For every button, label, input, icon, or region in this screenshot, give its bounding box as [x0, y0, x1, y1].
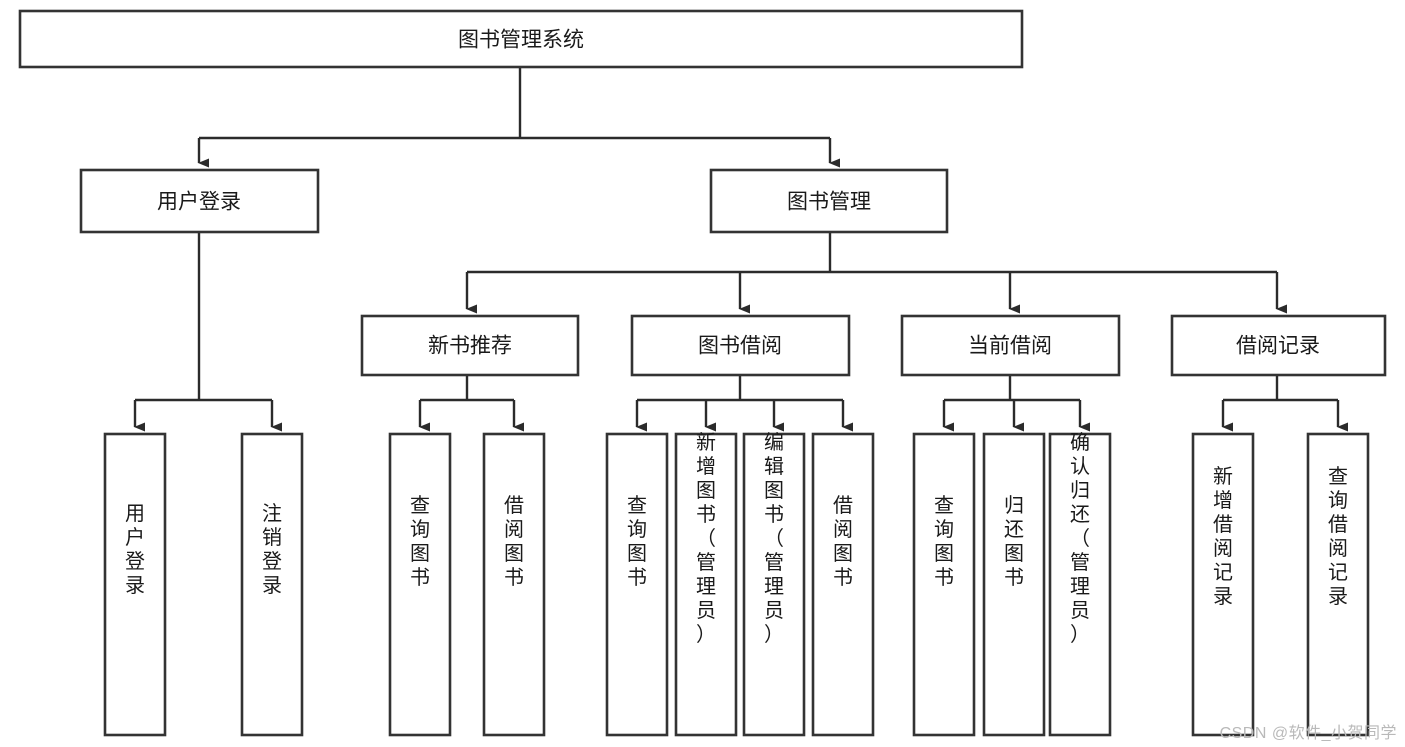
node-root-box[interactable]	[18, 9, 1024, 69]
connector-group-new-book-recommend	[418, 375, 524, 432]
leaf-cb-query-book-label: 查询图书	[934, 494, 954, 589]
node-book-management-box[interactable]	[709, 168, 949, 234]
node-book-management[interactable]: 图书管理	[709, 168, 949, 234]
leaf-nbr-query-book-box[interactable]	[388, 432, 452, 737]
node-new-book-recommend-box[interactable]	[360, 314, 580, 377]
node-book-borrow-label: 图书借阅	[698, 335, 782, 358]
node-borrow-record-label: 借阅记录	[1236, 335, 1320, 358]
leaf-node[interactable]: 借阅图书	[482, 432, 546, 737]
leaf-node[interactable]: 借阅图书	[811, 432, 875, 737]
node-borrow-record-box[interactable]	[1170, 314, 1387, 377]
node-book-borrow-box[interactable]	[630, 314, 851, 377]
leaf-bb-add-book-label: 新增图书（管理员）	[696, 431, 716, 646]
node-current-borrow-label: 当前借阅	[968, 335, 1052, 358]
leaf-bb-query-book-label: 查询图书	[627, 494, 647, 589]
node-new-book-recommend-label: 新书推荐	[428, 335, 512, 358]
leaf-node[interactable]: 确认归还（管理员）	[1048, 431, 1112, 737]
connector-group-root	[197, 67, 840, 168]
leaf-bb-borrow-book-box[interactable]	[811, 432, 875, 737]
leaf-user-login-box[interactable]	[103, 432, 167, 737]
leaf-node[interactable]: 归还图书	[982, 432, 1046, 737]
leaf-cb-confirm-return-box[interactable]	[1048, 432, 1112, 737]
leaf-cb-query-book-box[interactable]	[912, 432, 976, 737]
leaf-node[interactable]: 新增借阅记录	[1191, 432, 1255, 737]
node-current-borrow[interactable]: 当前借阅	[900, 314, 1121, 377]
leaf-cb-confirm-return-label: 确认归还（管理员）	[1070, 431, 1090, 646]
node-current-borrow-box[interactable]	[900, 314, 1121, 377]
node-user-login-box[interactable]	[79, 168, 320, 234]
leaf-cb-return-book-box[interactable]	[982, 432, 1046, 737]
connector-group-borrow-record	[1221, 375, 1348, 432]
leaf-node[interactable]: 查询图书	[605, 432, 669, 737]
leaf-node[interactable]: 编辑图书（管理员）	[742, 431, 806, 737]
node-root[interactable]: 图书管理系统	[18, 9, 1024, 69]
node-borrow-record[interactable]: 借阅记录	[1170, 314, 1387, 377]
leaf-br-query-record-label: 查询借阅记录	[1328, 465, 1348, 608]
leaf-br-add-record-label: 新增借阅记录	[1213, 465, 1233, 608]
leaf-logout-label: 注销登录	[262, 502, 282, 597]
node-root-label: 图书管理系统	[458, 29, 584, 52]
leaf-bb-query-book-box[interactable]	[605, 432, 669, 737]
node-user-login[interactable]: 用户登录	[79, 168, 320, 234]
node-new-book-recommend[interactable]: 新书推荐	[360, 314, 580, 377]
leaf-br-add-record-box[interactable]	[1191, 432, 1255, 737]
leaf-bb-add-book-box[interactable]	[674, 432, 738, 737]
node-book-management-label: 图书管理	[787, 191, 871, 214]
connector-group-user-login	[133, 232, 282, 432]
leaf-node[interactable]: 查询借阅记录	[1306, 432, 1370, 737]
connector-group-current-borrow	[942, 375, 1090, 432]
leaf-nbr-borrow-book-box[interactable]	[482, 432, 546, 737]
leaf-nbr-borrow-book-label: 借阅图书	[504, 494, 524, 589]
leaf-user-login-label: 用户登录	[125, 503, 145, 597]
leaf-node[interactable]: 查询图书	[388, 432, 452, 737]
leaf-br-query-record-box[interactable]	[1306, 432, 1370, 737]
leaf-node[interactable]: 注销登录	[240, 432, 304, 737]
leaf-bb-borrow-book-label: 借阅图书	[833, 494, 853, 589]
leaf-node[interactable]: 用户登录	[103, 432, 167, 737]
leaf-cb-return-book-label: 归还图书	[1004, 494, 1024, 589]
node-book-borrow[interactable]: 图书借阅	[630, 314, 851, 377]
connector-group-book-mgmt	[465, 232, 1287, 314]
leaf-node[interactable]: 新增图书（管理员）	[674, 431, 738, 737]
connector-group-book-borrow	[635, 375, 853, 432]
leaf-bb-edit-book-box[interactable]	[742, 432, 806, 737]
leaf-bb-edit-book-label: 编辑图书（管理员）	[764, 431, 784, 646]
leaf-nbr-query-book-label: 查询图书	[410, 494, 430, 589]
leaf-logout-box[interactable]	[240, 432, 304, 737]
node-user-login-label: 用户登录	[157, 191, 241, 214]
leaf-node[interactable]: 查询图书	[912, 432, 976, 737]
